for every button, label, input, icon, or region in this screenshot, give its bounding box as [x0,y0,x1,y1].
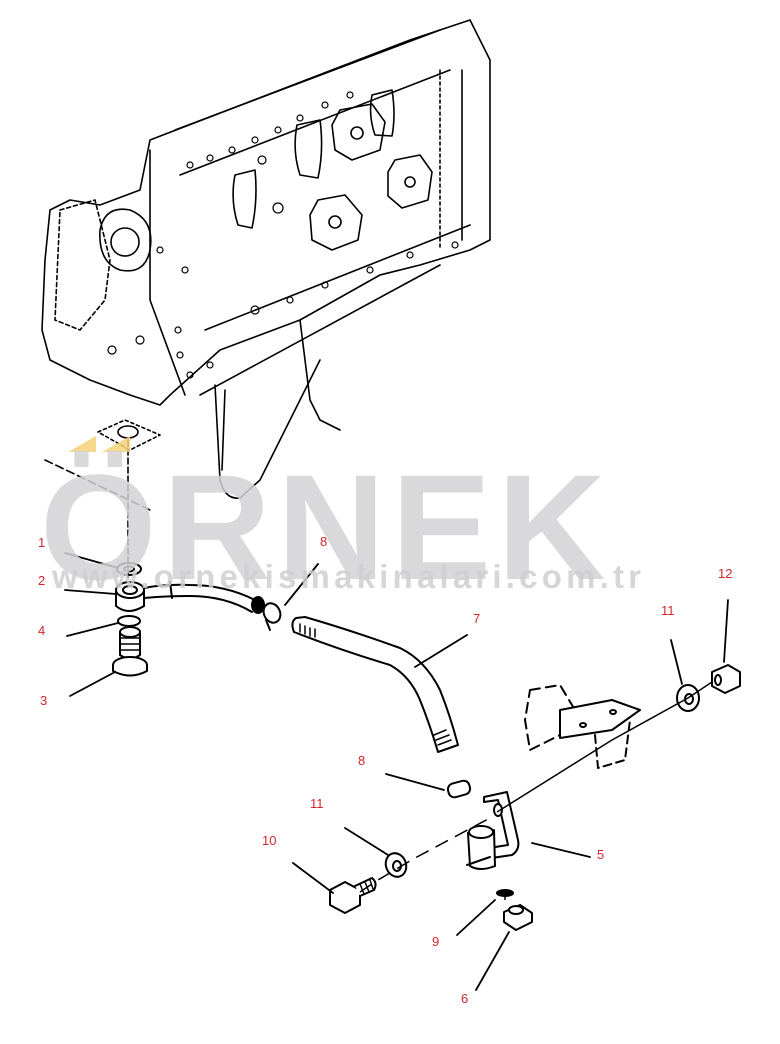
parts-drawing [112,562,741,931]
callout-7: 7 [473,611,481,626]
callout-11-lower: 11 [310,796,324,811]
watermark-accent [68,436,130,452]
callout-2: 2 [38,573,46,588]
callout-10: 10 [262,833,277,848]
watermark-url: www.ornekismakinalari.com.tr [52,558,646,595]
engine-block-drawing [41,19,491,566]
callout-1: 1 [38,535,46,550]
callout-8-lower: 8 [358,753,366,768]
callout-3: 3 [40,693,48,708]
callout-9: 9 [432,934,440,949]
callout-6: 6 [461,991,469,1006]
callout-5: 5 [597,847,605,862]
callout-12: 12 [718,566,733,581]
leader-lines [64,552,729,991]
watermark-brand: ÖRNEK [40,443,612,611]
callout-4: 4 [38,623,46,638]
assembly-lines [127,565,713,900]
callout-11-upper: 11 [661,603,675,618]
callout-8-upper: 8 [320,534,328,549]
